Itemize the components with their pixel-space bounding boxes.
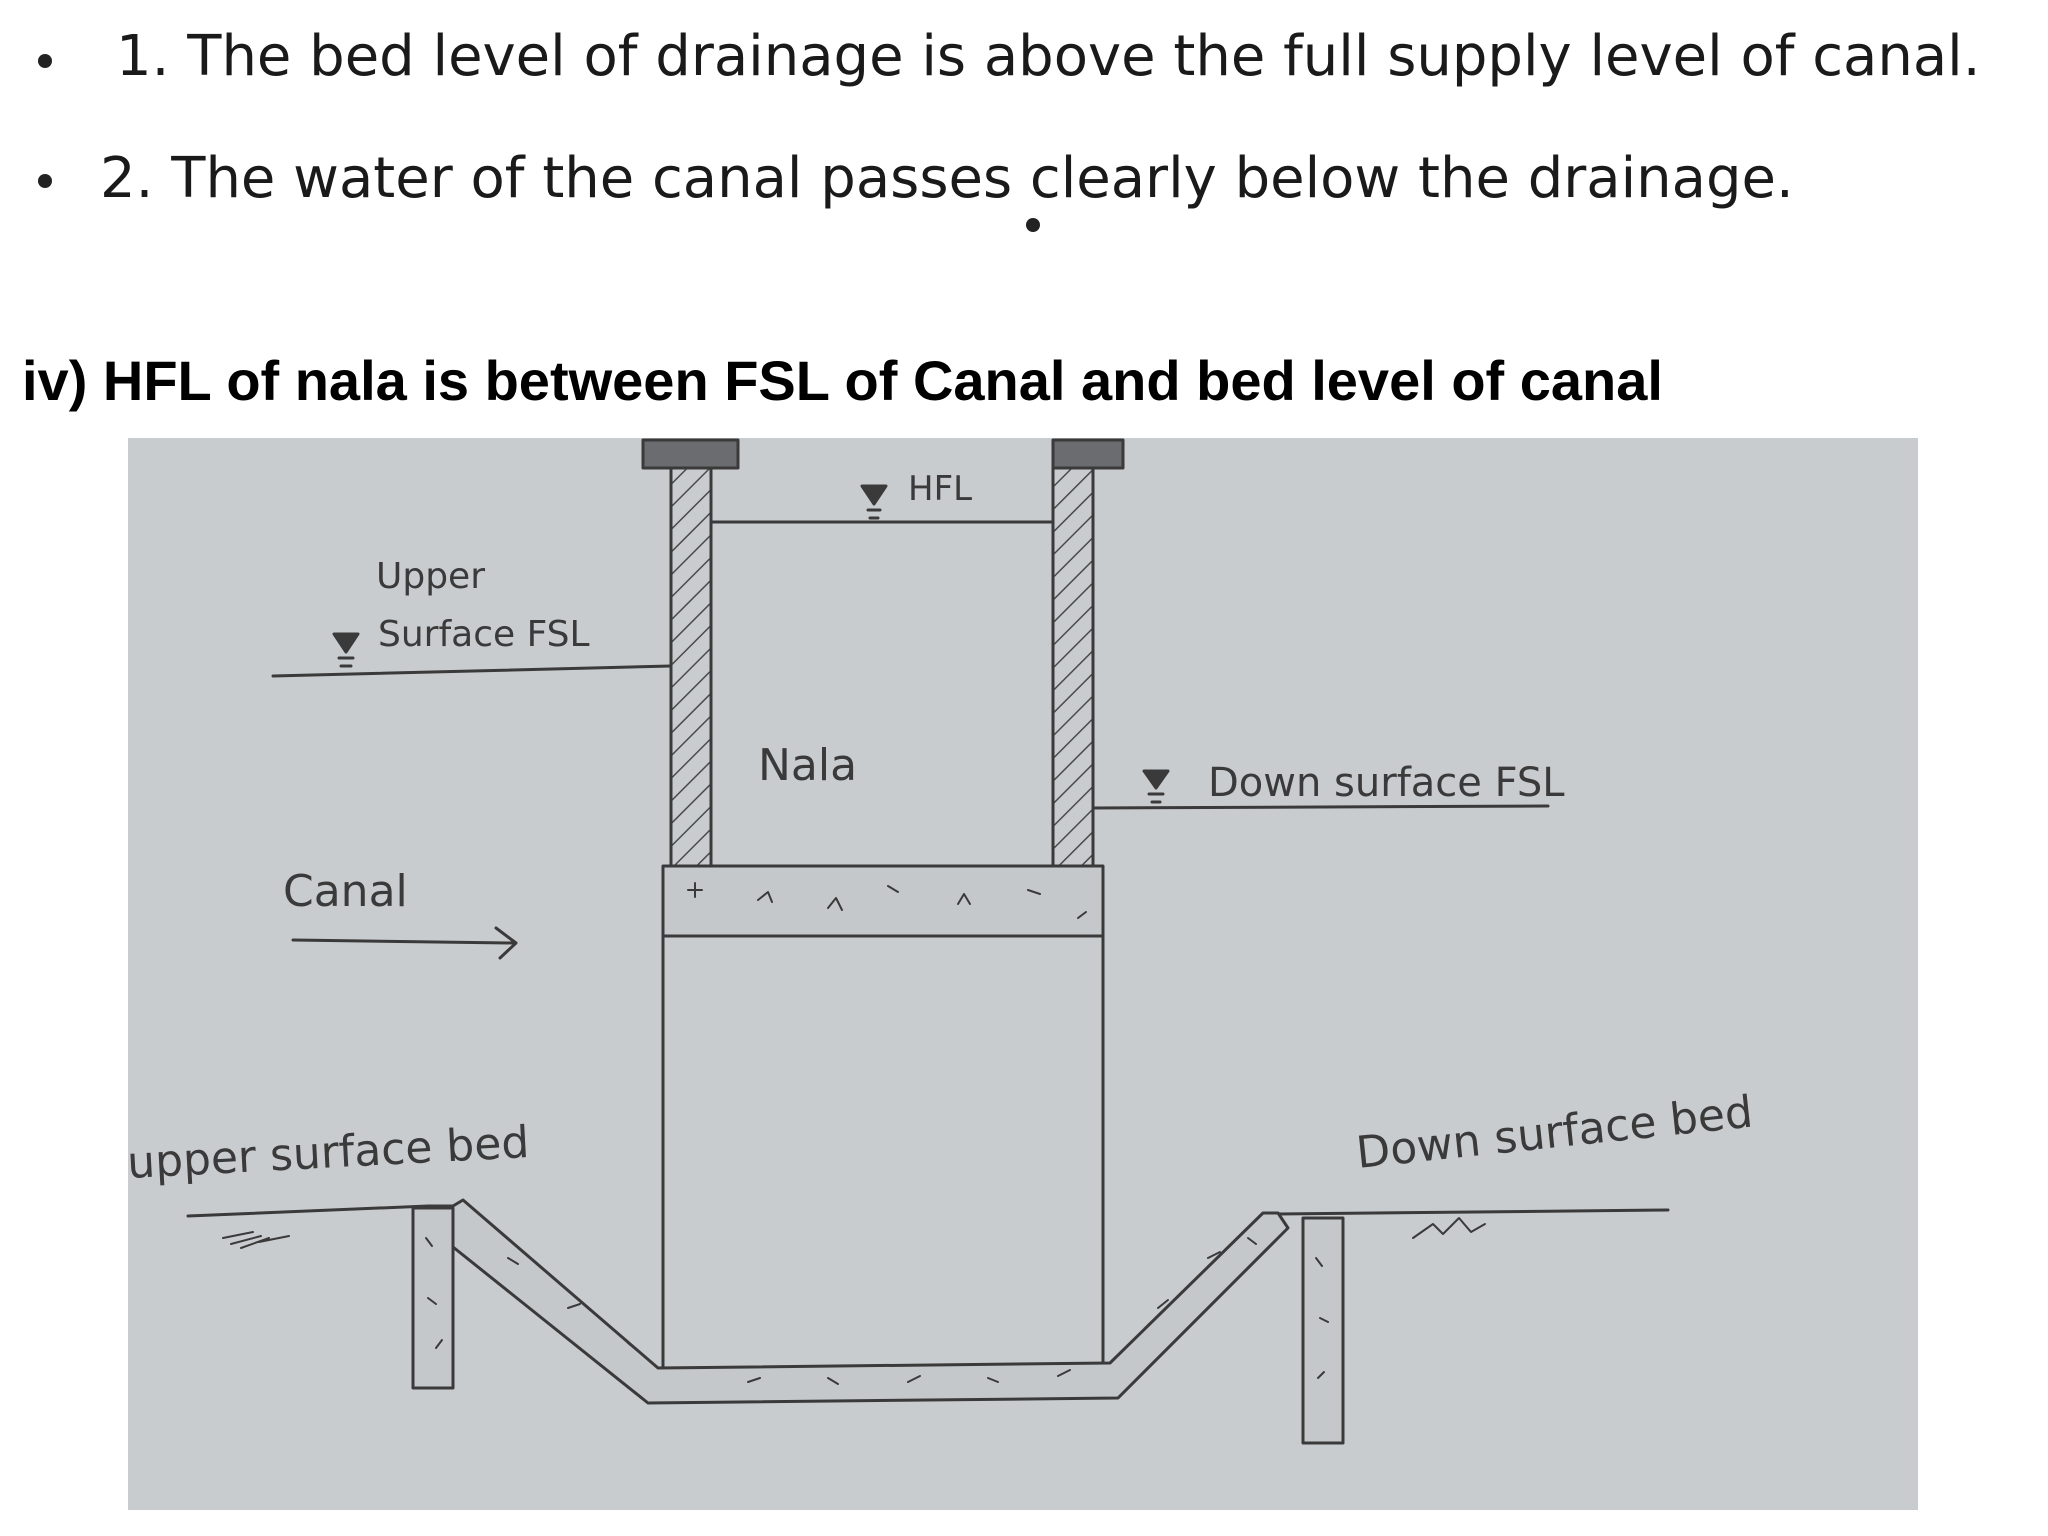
aqueduct-diagram: HFL Upper Surface FSL Nala Down surface … (128, 438, 1918, 1510)
trough-slab (661, 864, 1105, 938)
canal-label: Canal (283, 866, 408, 917)
left-cutoff-wall (411, 1206, 455, 1390)
right-pier-cap (1051, 438, 1125, 470)
upper-fsl-marker (332, 632, 360, 654)
hfl-label: HFL (908, 469, 972, 509)
ground-hatch-left (222, 1231, 290, 1249)
upper-fsl-line (271, 664, 673, 678)
down-fsl-label: Down surface FSL (1208, 760, 1565, 806)
right-pier (1051, 466, 1095, 890)
nala-label: Nala (758, 740, 857, 791)
down-fsl-marker (1142, 769, 1170, 790)
down-fsl-line (1091, 804, 1550, 810)
upper-fsl-label-line2: Surface FSL (378, 614, 590, 655)
left-pier (669, 466, 713, 890)
left-pier-cap (641, 438, 740, 470)
canal-lining (426, 1198, 1290, 1405)
canal-flow-arrow (291, 938, 515, 945)
upper-fsl-label-line1: Upper (376, 556, 485, 597)
bullet-dot (38, 174, 52, 188)
stray-dot (1026, 218, 1040, 232)
ground-hatch-right (1412, 1217, 1486, 1239)
bullet-dot (38, 54, 52, 68)
bullet-text: 1. The bed level of drainage is above th… (116, 24, 1981, 89)
section-heading: iv) HFL of nala is between FSL of Canal … (22, 349, 1663, 412)
down-bed-line (1276, 1208, 1670, 1216)
right-cutoff-wall (1301, 1216, 1345, 1445)
upper-bed-line (186, 1204, 430, 1218)
bullet-text: 2. The water of the canal passes clearly… (100, 146, 1794, 211)
paper-background (128, 438, 1918, 1510)
hfl-marker (860, 484, 888, 506)
